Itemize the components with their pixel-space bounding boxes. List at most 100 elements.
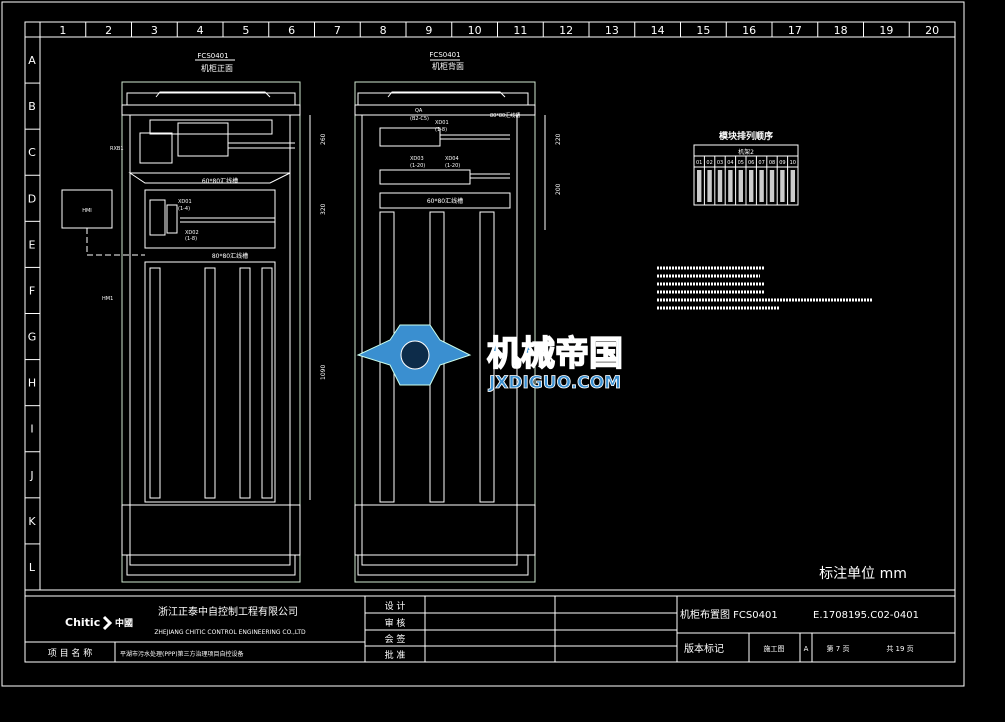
column-label: 14 bbox=[651, 24, 665, 37]
column-label: 2 bbox=[105, 24, 112, 37]
column-label: 6 bbox=[288, 24, 295, 37]
brand-logo-cn: 中國 bbox=[115, 617, 133, 629]
column-label: 11 bbox=[513, 24, 527, 37]
role-countersign: 会 签 bbox=[385, 633, 406, 645]
page-number: 第 7 页 bbox=[827, 644, 850, 653]
module-block bbox=[749, 170, 754, 202]
column-label: 10 bbox=[468, 24, 482, 37]
column-label: 19 bbox=[879, 24, 893, 37]
row-label: A bbox=[28, 54, 36, 67]
terminal-label: XD01 bbox=[435, 120, 449, 126]
slot-number: 06 bbox=[748, 160, 754, 166]
terminal-label: XD04 bbox=[445, 156, 459, 162]
busbar-label: 60*80汇线槽 bbox=[427, 197, 463, 205]
project-label: 项 目 名 称 bbox=[48, 647, 93, 659]
module-block bbox=[728, 170, 733, 202]
column-label: 18 bbox=[834, 24, 848, 37]
rear-cabinet: FCS0401 机柜背面 QA (B2-C5) XD01 (1-8) 80*80… bbox=[354, 51, 562, 583]
terminal-range: (1-8) bbox=[435, 127, 447, 133]
version-label: 版本标记 bbox=[684, 642, 724, 655]
watermark-cn: 机械帝国 bbox=[487, 334, 623, 374]
component-label: HM1 bbox=[102, 296, 113, 302]
row-label: I bbox=[30, 423, 33, 436]
terminal-range: (1-4) bbox=[178, 206, 190, 212]
slot-number: 10 bbox=[790, 160, 796, 166]
terminal-range: (1-8) bbox=[185, 236, 197, 242]
row-label: F bbox=[29, 284, 35, 297]
column-label: 1 bbox=[59, 24, 66, 37]
hmi-label: HMI bbox=[82, 208, 92, 214]
module-block bbox=[759, 170, 764, 202]
units-note: 标注单位 mm bbox=[819, 566, 907, 582]
terminal-rail bbox=[479, 211, 495, 503]
watermark-en: JXDIGUO.COM bbox=[488, 373, 621, 393]
dimension-label: 320 bbox=[320, 203, 327, 215]
rack-label: 机架2 bbox=[738, 148, 754, 156]
module-block bbox=[717, 170, 723, 202]
component-label: (B2-C5) bbox=[410, 116, 429, 122]
column-label: 4 bbox=[197, 24, 204, 37]
slot-number: 07 bbox=[758, 160, 764, 166]
busbar-label: 60*80汇线槽 bbox=[202, 177, 238, 185]
row-label: C bbox=[28, 146, 36, 159]
column-label: 8 bbox=[380, 24, 387, 37]
front-cabinet: FCS0401 机柜正面 60*80汇线槽 XD01 (1-4) XD02 (1… bbox=[61, 52, 327, 583]
module-block bbox=[769, 170, 775, 202]
terminal-range: (1-20) bbox=[445, 163, 460, 169]
row-ruler: A B C D E F G H I J K L bbox=[25, 36, 40, 574]
table-title: 模块排列顺序 bbox=[719, 130, 773, 142]
role-approve: 批 准 bbox=[385, 649, 406, 661]
brand-chevron-icon bbox=[102, 615, 113, 631]
terminal-label: XD01 bbox=[178, 199, 192, 205]
column-label: 13 bbox=[605, 24, 619, 37]
row-label: L bbox=[29, 561, 36, 574]
notes bbox=[657, 266, 872, 310]
brand-logo: Chitic bbox=[65, 616, 100, 629]
row-label: D bbox=[28, 192, 36, 205]
drawing-title: 机柜布置图 FCS0401 bbox=[680, 608, 778, 621]
slot-number: 05 bbox=[738, 160, 744, 166]
project-name: 平湖市污水处理(PPP)第三方治理项目自控设备 bbox=[120, 650, 244, 658]
role-design: 设 计 bbox=[385, 600, 406, 612]
slot-number: 09 bbox=[779, 160, 785, 166]
column-label: 15 bbox=[696, 24, 710, 37]
slot-number: 08 bbox=[769, 160, 775, 166]
terminal-label: XD03 bbox=[410, 156, 424, 162]
terminal-rail bbox=[149, 267, 161, 499]
watermark-logo: 机械帝国 JXDIGUO.COM bbox=[356, 324, 624, 393]
terminal-rail bbox=[261, 267, 273, 499]
component-label: RXB1 bbox=[110, 146, 124, 152]
slot-number: 03 bbox=[717, 160, 723, 166]
dimension-label: 220 bbox=[555, 133, 562, 145]
dimension-label: 260 bbox=[320, 133, 327, 145]
column-label: 3 bbox=[151, 24, 158, 37]
module-block bbox=[790, 170, 795, 202]
row-label: K bbox=[28, 515, 36, 528]
component-label: QA bbox=[415, 108, 423, 114]
drawing-number: E.1708195.C02-0401 bbox=[813, 610, 919, 621]
page-total: 共 19 页 bbox=[886, 644, 913, 653]
row-label: J bbox=[29, 469, 33, 482]
terminal-range: (1-20) bbox=[410, 163, 425, 169]
column-label: 16 bbox=[742, 24, 756, 37]
row-label: E bbox=[29, 238, 36, 251]
row-label: H bbox=[28, 377, 36, 390]
module-block bbox=[738, 170, 743, 202]
company-name-en: ZHEJIANG CHITIC CONTROL ENGINEERING CO.,… bbox=[154, 629, 306, 636]
title-block: Chitic 中國 浙江正泰中自控制工程有限公司 ZHEJIANG CHITIC… bbox=[24, 595, 956, 663]
terminal-label: XD02 bbox=[185, 230, 199, 236]
row-label: G bbox=[28, 331, 37, 344]
busbar-label: 80*80汇线槽 bbox=[490, 112, 520, 119]
front-code: FCS0401 bbox=[197, 52, 228, 60]
rear-code: FCS0401 bbox=[429, 51, 460, 59]
row-label: B bbox=[28, 100, 36, 113]
dimension-label: 200 bbox=[555, 183, 562, 195]
terminal-rail bbox=[204, 267, 216, 499]
column-label: 20 bbox=[925, 24, 939, 37]
dimension-label: 1090 bbox=[320, 365, 327, 380]
terminal-rail bbox=[239, 267, 251, 499]
column-label: 9 bbox=[425, 24, 432, 37]
rear-title: 机柜背面 bbox=[432, 61, 464, 71]
